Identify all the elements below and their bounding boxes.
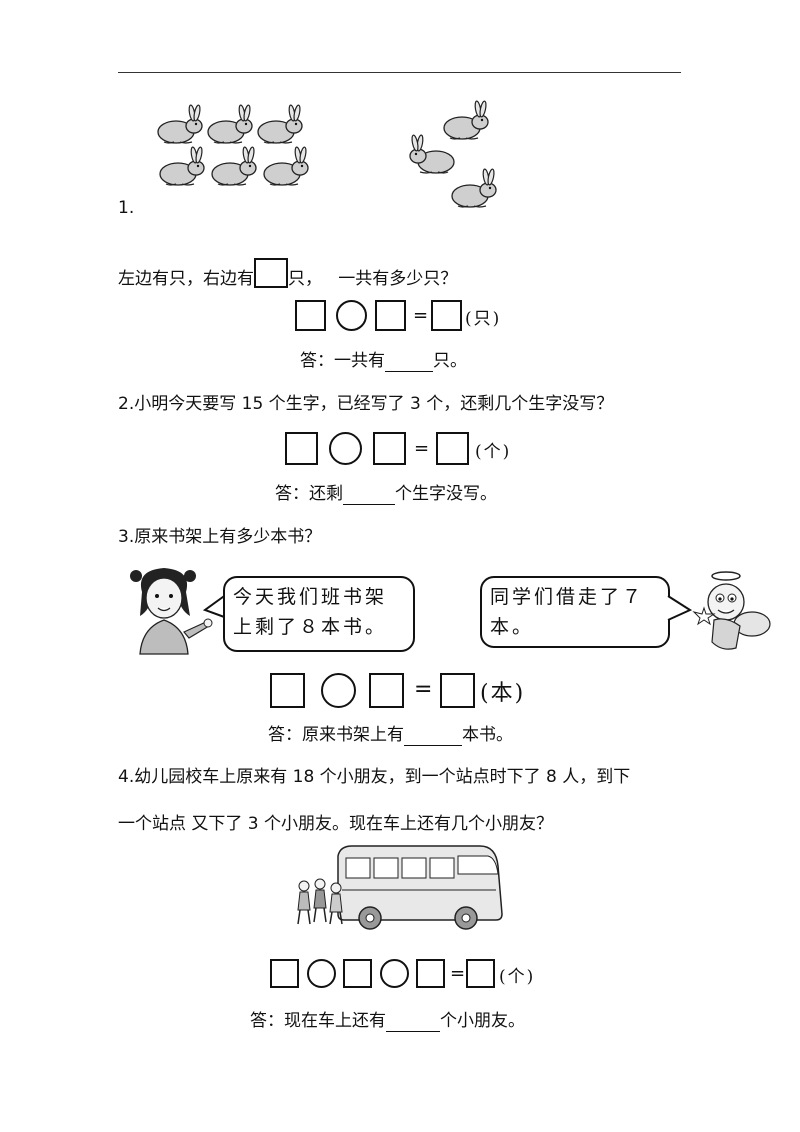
q2-operator-circle[interactable] (329, 432, 362, 465)
rabbits-right-group (408, 100, 498, 220)
q2-equals-sign: = (414, 438, 430, 459)
q4-operand-box-1[interactable] (270, 959, 299, 988)
q4-equation: = (个) (270, 959, 560, 989)
q3-equals-sign: = (414, 677, 433, 702)
q4-operator-circle-2[interactable] (380, 959, 409, 988)
q3-operator-circle[interactable] (321, 673, 356, 708)
q1-inline-answer-box[interactable] (254, 258, 288, 288)
school-bus-icon (297, 845, 503, 930)
rabbit-icon (157, 104, 309, 186)
q1-unit: (只) (465, 309, 502, 329)
q1-operator-circle[interactable] (336, 300, 367, 331)
q4-answer-prefix: 答：现在车上还有 (250, 1011, 386, 1031)
q4-question-line1: 4.幼儿园校车上原来有 18 个小朋友，到一个站点时下了 8 人，到下 (118, 767, 631, 787)
bubble-tail-right-icon (667, 595, 693, 621)
q4-question-line2: 一个站点 又下了 3 个小朋友。现在车上还有几个小朋友？ (118, 814, 554, 834)
angel-icon (692, 571, 771, 650)
q1-question-part1: 左边有只，右边有 (118, 269, 254, 289)
q1-result-box[interactable] (431, 300, 462, 331)
q1-question-part3: 一共有多少只？ (338, 269, 458, 289)
q2-operand-box-2[interactable] (373, 432, 406, 465)
q2-result-box[interactable] (436, 432, 469, 465)
q4-answer: 答：现在车上还有 个小朋友。 (250, 1010, 525, 1032)
rabbit-icon (409, 100, 497, 208)
q2-answer: 答：还剩 个生字没写。 (275, 483, 497, 505)
q4-answer-suffix: 个小朋友。 (440, 1011, 525, 1031)
q3-equation: = (本) (270, 673, 560, 709)
bus-illustration (290, 842, 505, 936)
q3-answer-blank[interactable] (404, 727, 462, 746)
q4-operand-box-3[interactable] (416, 959, 445, 988)
q1-operand-box-2[interactable] (375, 300, 406, 331)
q2-operand-box-1[interactable] (285, 432, 318, 465)
bubble-tail-left-icon (202, 593, 228, 619)
q3-unit: (本) (480, 681, 526, 706)
q1-number: 1. (118, 198, 135, 218)
q3-question: 3.原来书架上有多少本书？ (118, 527, 322, 547)
q2-equation: = (个) (285, 432, 545, 466)
angel-illustration (690, 566, 776, 662)
q2-answer-blank[interactable] (343, 486, 395, 505)
top-rule (118, 72, 681, 73)
q1-answer-blank[interactable] (385, 353, 433, 372)
q4-operator-circle-1[interactable] (307, 959, 336, 988)
q1-operand-box-1[interactable] (295, 300, 326, 331)
q1-answer-suffix: 只。 (433, 351, 467, 371)
q3-bubble-right-text: 同学们借走了７本。 (480, 576, 670, 648)
q3-operand-box-2[interactable] (369, 673, 404, 708)
q4-equals-sign: = (450, 963, 466, 984)
q1-question: 左边有只，右边有 只， 一共有多少只？ (118, 258, 457, 290)
q3-bubble-left-text: 今天我们班书架上剩了８本书。 (223, 576, 415, 652)
q1-equals-sign: = (413, 305, 429, 326)
q1-answer-prefix: 答：一共有 (300, 351, 385, 371)
girl-pointing-icon (130, 568, 213, 655)
q3-result-box[interactable] (440, 673, 475, 708)
q4-operand-box-2[interactable] (343, 959, 372, 988)
q4-unit: (个) (499, 967, 536, 987)
q3-answer: 答：原来书架上有 本书。 (268, 724, 513, 746)
q3-operand-box-1[interactable] (270, 673, 305, 708)
q4-result-box[interactable] (466, 959, 495, 988)
rabbits-left-group (150, 104, 310, 194)
q2-answer-suffix: 个生字没写。 (395, 484, 497, 504)
q1-question-part2: 只， (288, 269, 322, 289)
q2-unit: (个) (475, 442, 512, 462)
q3-answer-suffix: 本书。 (462, 725, 513, 745)
q2-question: 2.小明今天要写 15 个生字，已经写了 3 个，还剩几个生字没写？ (118, 394, 614, 414)
q4-answer-blank[interactable] (386, 1013, 440, 1032)
q1-answer: 答：一共有 只。 (300, 350, 467, 372)
q2-answer-prefix: 答：还剩 (275, 484, 343, 504)
girl-illustration (124, 562, 214, 662)
q3-answer-prefix: 答：原来书架上有 (268, 725, 404, 745)
q1-equation: = (只) (295, 300, 555, 332)
